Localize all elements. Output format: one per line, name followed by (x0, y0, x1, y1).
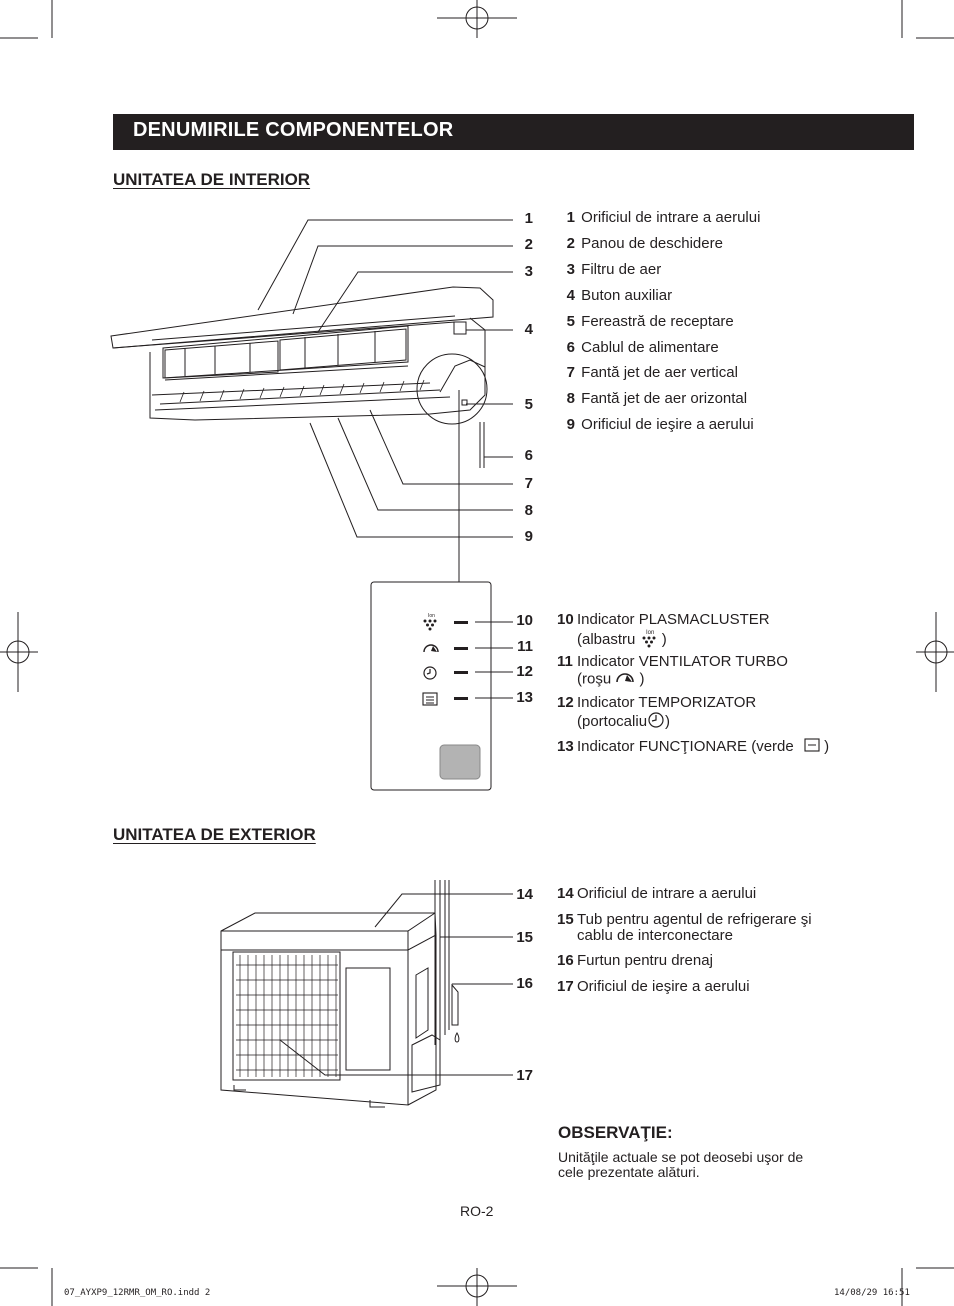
note-line: cele prezentate alături. (558, 1164, 700, 1180)
turbo-fan-icon (422, 640, 440, 661)
operation-icon (422, 692, 438, 711)
clock-timer-icon (422, 665, 438, 686)
callout-7: 7 (524, 475, 533, 492)
outdoor-unit-heading: UNITATEA DE EXTERIOR (113, 825, 316, 844)
callout-1: 1 (524, 210, 533, 227)
indoor-unit-heading: UNITATEA DE INTERIOR (113, 170, 311, 189)
note-heading: OBSERVAŢIE: (558, 1123, 673, 1142)
list-item: 6 Cablul de alimentare (566, 339, 719, 356)
operation-icon (804, 738, 820, 756)
list-item: 4 Buton auxiliar (566, 287, 673, 304)
clock-timer-icon (647, 711, 665, 733)
page-number: RO-2 (460, 1203, 494, 1219)
note-line: Unităţile actuale se pot deosebi uşor de (558, 1149, 804, 1165)
list-item: 8 Fantă jet de aer orizontal (566, 390, 748, 407)
list-item: 9 Orificiul de ieşire a aerului (566, 416, 754, 433)
plasmacluster-ion-icon: Ion (640, 628, 658, 652)
svg-text:Ion: Ion (428, 613, 435, 619)
callout-9: 9 (524, 528, 533, 545)
callout-10: 10 (516, 612, 533, 629)
note-text: Unităţile actuale se pot deosebi uşor de… (558, 1150, 803, 1180)
callout-12: 12 (516, 663, 533, 680)
plasmacluster-ion-icon: Ion (421, 611, 441, 638)
callout-8: 8 (524, 502, 533, 519)
list-item: 5 Fereastră de receptare (566, 313, 734, 330)
svg-text:Ion: Ion (646, 630, 654, 636)
callout-15: 15 (516, 929, 533, 946)
callout-16: 16 (516, 975, 533, 992)
callout-5: 5 (524, 396, 533, 413)
callout-2: 2 (524, 236, 533, 253)
section-title-banner: DENUMIRILE COMPONENTELOR (113, 114, 914, 150)
list-item: 3 Filtru de aer (566, 261, 662, 278)
list-item: 7 Fantă jet de aer vertical (566, 364, 738, 381)
callout-3: 3 (524, 263, 533, 280)
callout-14: 14 (516, 886, 533, 903)
turbo-fan-icon (615, 670, 635, 689)
callout-13: 13 (516, 689, 533, 706)
list-item: 1 Orificiul de intrare a aerului (566, 209, 761, 226)
callout-4: 4 (524, 321, 533, 338)
section-title: DENUMIRILE COMPONENTELOR (133, 119, 454, 141)
list-item: 2 Panou de deschidere (566, 235, 723, 252)
callout-17: 17 (516, 1067, 533, 1084)
callout-6: 6 (524, 447, 533, 464)
date-stamp: 14/08/29 16:51 (834, 1288, 910, 1298)
callout-11: 11 (517, 638, 533, 655)
file-slug: 07_AYXP9_12RMR_OM_RO.indd 2 (64, 1288, 211, 1298)
